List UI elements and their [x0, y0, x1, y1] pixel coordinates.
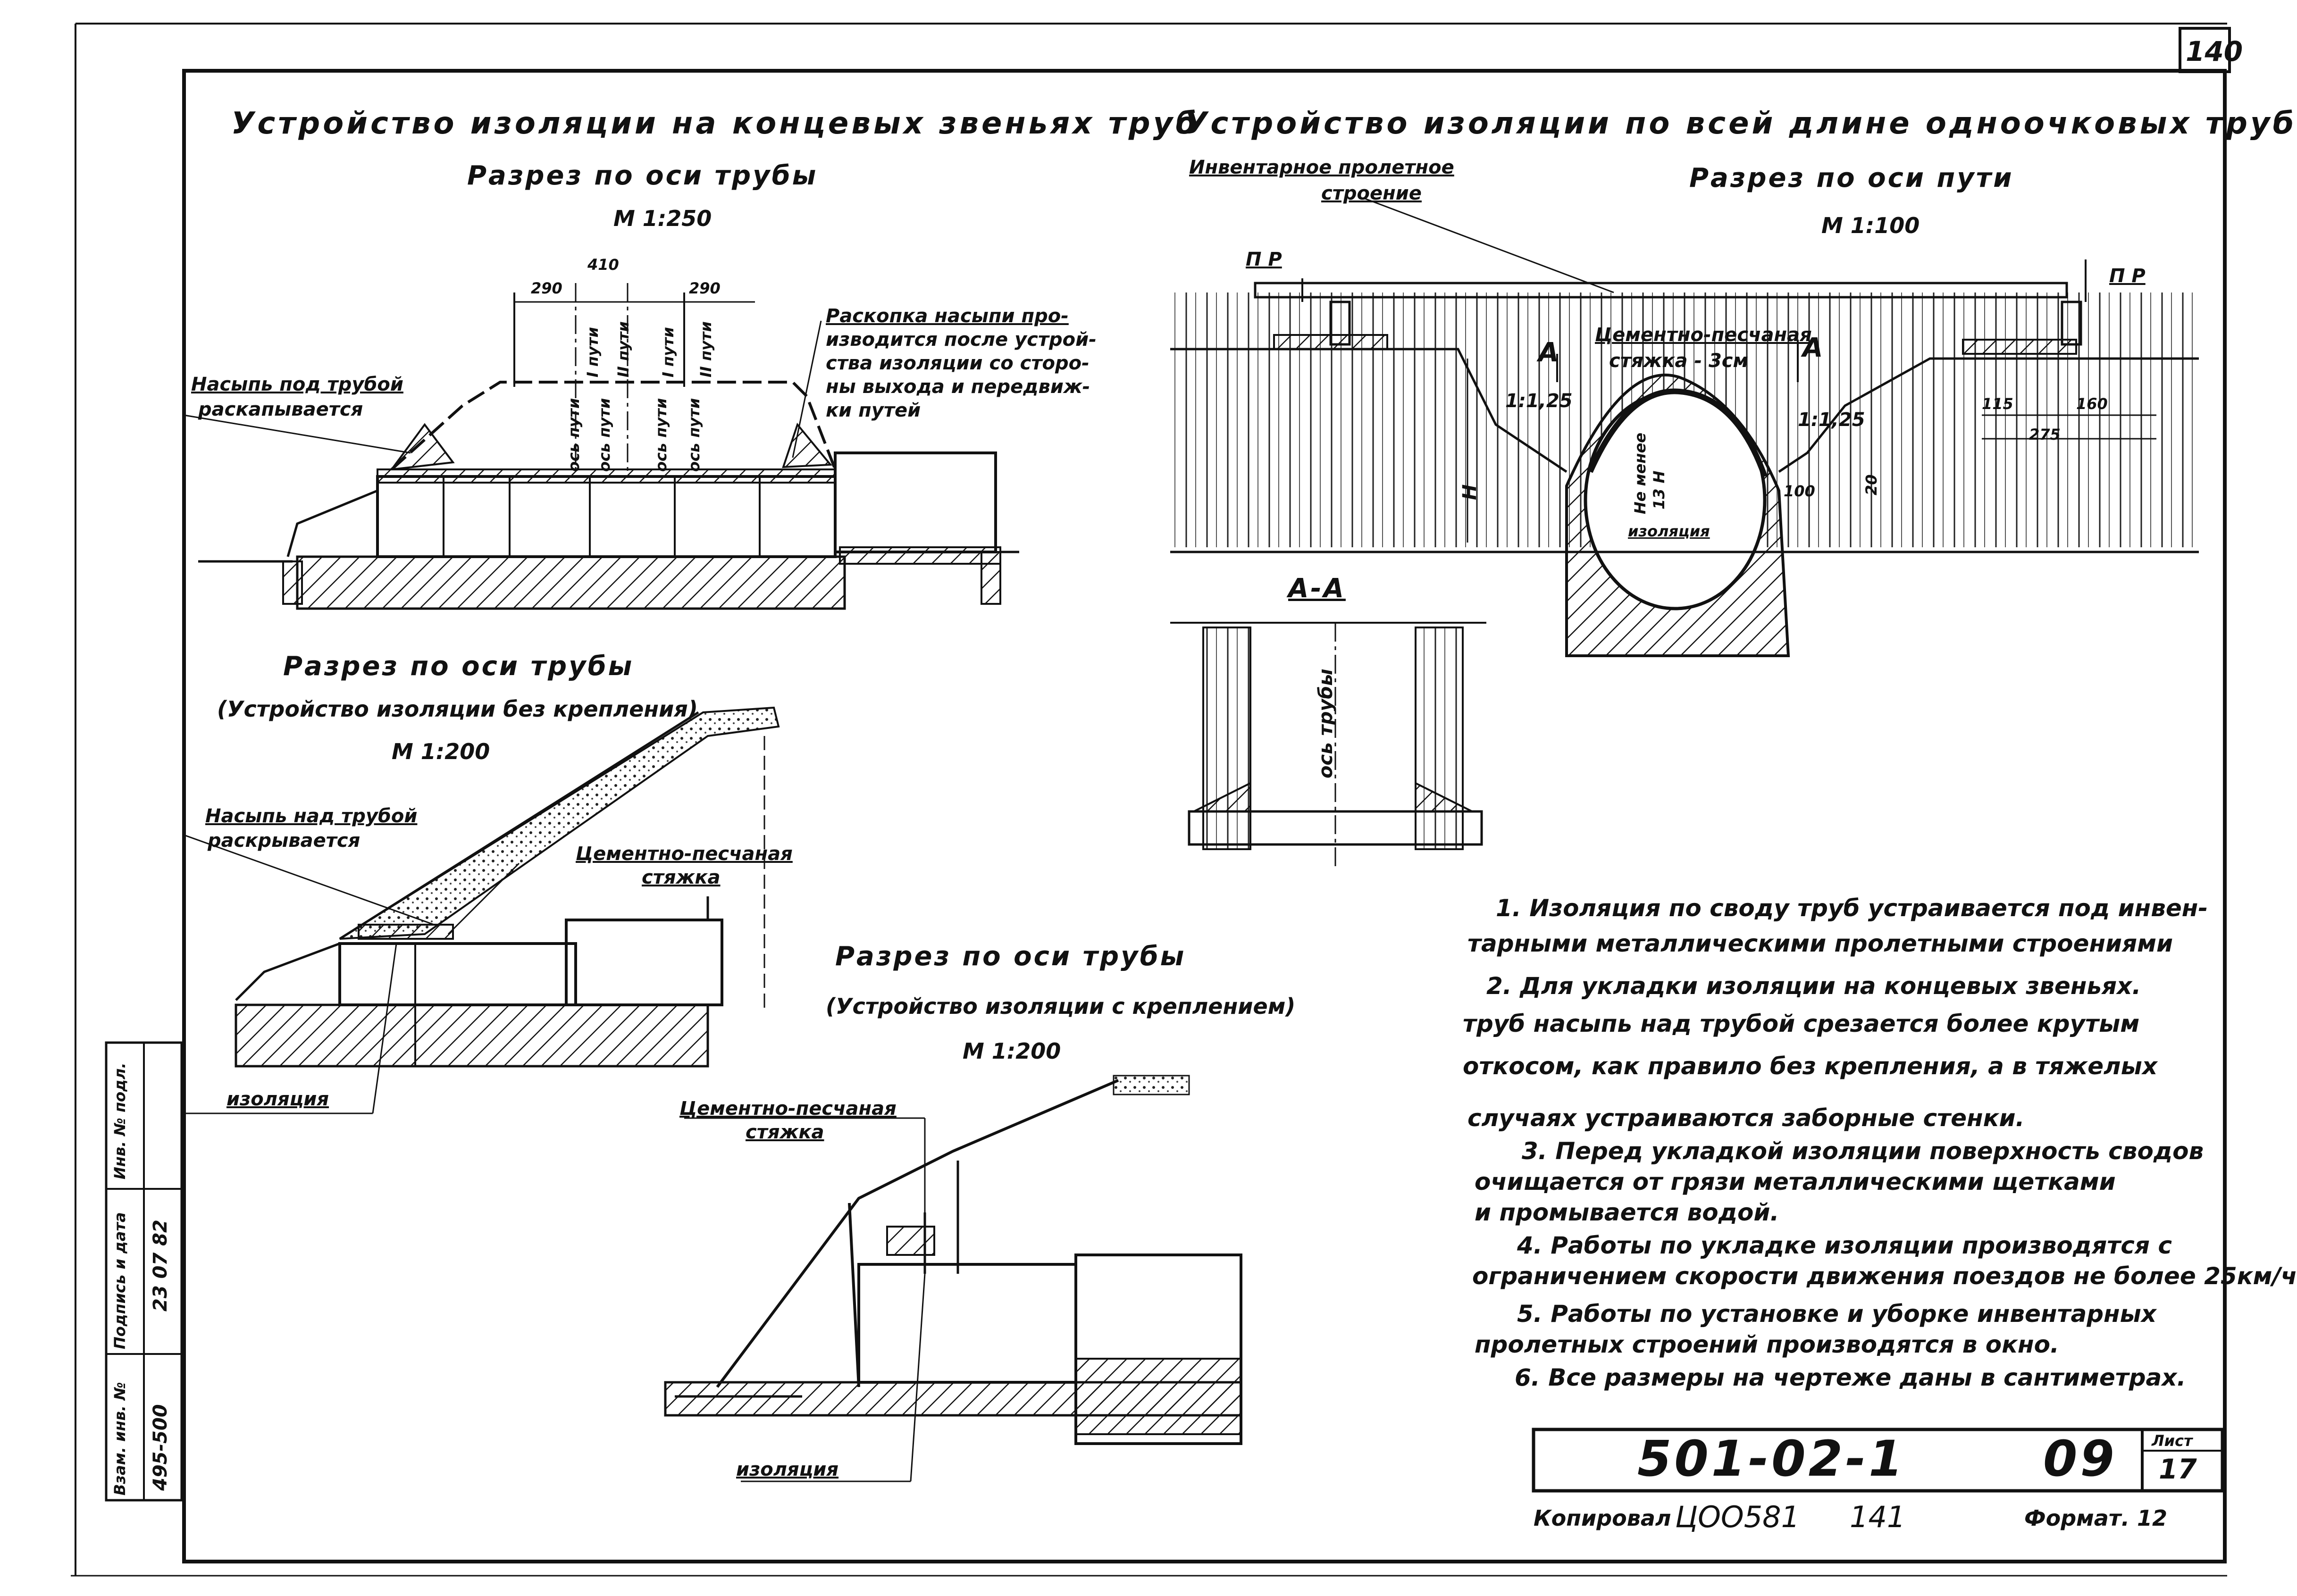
- section-c-embankment-2: раскрывается: [208, 830, 360, 852]
- section-a-label-right-1: Раскопка насыпи про-: [826, 305, 1069, 327]
- section-b-label-top-2: строение: [1321, 183, 1422, 204]
- section-a-axis-2: I пути: [584, 327, 602, 377]
- footer-copied-code: ЦОО581: [1675, 1500, 1800, 1534]
- section-aa-drawing: [1170, 622, 1486, 868]
- section-a-axis-5: ось пути: [652, 398, 670, 472]
- section-b-title: Разрез по оси пути: [1689, 163, 2014, 193]
- note-line-2: тарными металлическими пролетными строен…: [1467, 930, 2173, 957]
- section-a-drawing: [184, 283, 1019, 610]
- stamp-cell-2: Подпись и дата: [111, 1212, 129, 1349]
- note-line-5: откосом, как правило без крепления, а в …: [1463, 1053, 2158, 1080]
- sheet-number: 17: [2159, 1453, 2197, 1485]
- section-d-drawing: [664, 1075, 1242, 1482]
- note-line-12: 5. Работы по установке и уборке инвентар…: [1517, 1300, 2157, 1328]
- footer-copied: Копировал: [1534, 1505, 1671, 1531]
- note-line-10: 4. Работы по укладке изоляции производят…: [1517, 1232, 2172, 1259]
- section-a-axis-6: I пути: [659, 327, 677, 377]
- section-a-axis-1: ось пути: [565, 398, 583, 472]
- section-d-screed-2: стяжка: [746, 1121, 824, 1143]
- note-line-11: ограничением скорости движения поездов н…: [1472, 1262, 2297, 1290]
- section-b-rail-left: П Р: [1246, 249, 1282, 270]
- section-a-axis-8: II пути: [697, 321, 715, 377]
- footer-copied-num: 141: [1850, 1500, 1906, 1534]
- corner-sheet-number: 140: [2186, 35, 2243, 67]
- section-b-mark-left: А: [1538, 337, 1561, 368]
- section-b-insulation: изоляция: [1628, 522, 1710, 540]
- footer-format: Формат. 12: [2024, 1505, 2167, 1531]
- section-c-screed-2: стяжка: [642, 867, 721, 888]
- section-b-dim-160: 160: [2076, 395, 2108, 413]
- title-block-lines: [1532, 1428, 2224, 1493]
- section-b-screed-1: Цементно-песчаная: [1595, 324, 1812, 346]
- section-b-rail-right: П Р: [2109, 265, 2146, 287]
- section-d-insulation: изоляция: [736, 1459, 839, 1480]
- section-b-drawing: [1170, 197, 2199, 657]
- section-a-axis-7: ось пути: [685, 398, 703, 472]
- section-a-axis-3: ось пути: [595, 398, 613, 472]
- section-d-scale: М 1:200: [963, 1038, 1061, 1064]
- section-a-label-right-3: ства изоляции со сторо-: [826, 352, 1090, 374]
- drawing-code: 501-02-1: [1637, 1430, 1906, 1487]
- section-b-dim-115: 115: [1982, 395, 2013, 413]
- sheet-frame: [71, 23, 2231, 1577]
- section-b-dim-100: 100: [1784, 482, 1815, 500]
- stamp-value-inv: 495-500: [150, 1404, 171, 1491]
- note-line-9: и промывается водой.: [1475, 1199, 1779, 1226]
- note-line-8: очищается от грязи металлическими щеткам…: [1475, 1168, 2116, 1195]
- section-b-slope-left: 1:1,25: [1505, 390, 1573, 412]
- section-b-dim-20: 20: [1862, 474, 1880, 495]
- stamp-cell-3: Взам. инв. №: [111, 1382, 129, 1496]
- stamp-value-date: 23 07 82: [150, 1220, 171, 1312]
- section-b-height: H: [1459, 484, 1481, 500]
- section-c-screed-1: Цементно-песчаная: [576, 843, 793, 865]
- note-line-6: случаях устраиваются заборные стенки.: [1467, 1104, 2025, 1132]
- section-d-title: Разрез по оси трубы: [835, 941, 1186, 972]
- section-a-scale: М 1:250: [613, 206, 712, 231]
- section-aa-axis: ось трубы: [1315, 668, 1337, 778]
- section-c-drawing: [184, 706, 780, 1114]
- section-d-subtitle: (Устройство изоляции с креплением): [826, 994, 1296, 1019]
- section-b-screed-2: стяжка - 3см: [1609, 350, 1749, 372]
- note-line-7: 3. Перед укладкой изоляции поверхность с…: [1522, 1137, 2204, 1165]
- sheet-label: Лист: [2152, 1432, 2193, 1450]
- section-c-scale: М 1:200: [392, 739, 490, 764]
- section-c-embankment-1: Насыпь над трубой: [205, 805, 418, 827]
- section-a-label-right-5: ки путей: [826, 400, 921, 421]
- section-a-dim-2: 410: [587, 256, 619, 274]
- section-b-slope-right: 1:1,25: [1798, 409, 1865, 431]
- note-line-14: 6. Все размеры на чертеже даны в сантиме…: [1515, 1364, 2186, 1391]
- section-b-label-top-1: Инвентарное пролетное: [1189, 157, 1454, 178]
- section-b-mark-right: А: [1802, 333, 1825, 363]
- section-a-dim-3: 290: [689, 279, 721, 297]
- section-a-label-left-2: раскапывается: [198, 399, 363, 420]
- note-line-1: 1. Изоляция по своду труб устраивается п…: [1496, 894, 2208, 922]
- section-a-label-left-1: Насыпь под трубой: [191, 374, 403, 395]
- note-line-3: 2. Для укладки изоляции на концевых звен…: [1486, 972, 2141, 1000]
- section-b-scale: М 1:100: [1821, 213, 1920, 238]
- section-d-screed-1: Цементно-песчаная: [679, 1098, 897, 1120]
- stamp-cell-1: Инв. № подл.: [111, 1062, 129, 1179]
- section-a-label-right-4: ны выхода и передвиж-: [826, 376, 1090, 398]
- section-a-title: Разрез по оси трубы: [467, 160, 818, 191]
- section-c-subtitle: (Устройство изоляции без крепления): [217, 696, 698, 722]
- section-b-dim-275: 275: [2029, 426, 2061, 443]
- section-b-inner-1: 13 Н: [1650, 470, 1668, 510]
- left-section-title: Устройство изоляции на концевых звеньях …: [231, 106, 1199, 141]
- section-c-insulation: изоляция: [226, 1088, 329, 1110]
- section-a-dim-1: 290: [531, 279, 562, 297]
- section-c-title: Разрез по оси трубы: [283, 651, 634, 682]
- drawing-number: 09: [2043, 1430, 2117, 1487]
- section-b-inner-2: Не менее: [1631, 433, 1649, 514]
- section-aa-title: А-А: [1288, 573, 1346, 604]
- right-section-title: Устройство изоляции по всей длине однооч…: [1184, 106, 2297, 141]
- stamp-lines: [105, 1041, 183, 1502]
- section-a-label-right-2: изводится после устрой-: [826, 329, 1097, 351]
- note-line-13: пролетных строений производятся в окно.: [1475, 1331, 2059, 1358]
- section-a-axis-4: II пути: [614, 321, 632, 377]
- note-line-4: труб насыпь над трубой срезается более к…: [1463, 1010, 2140, 1037]
